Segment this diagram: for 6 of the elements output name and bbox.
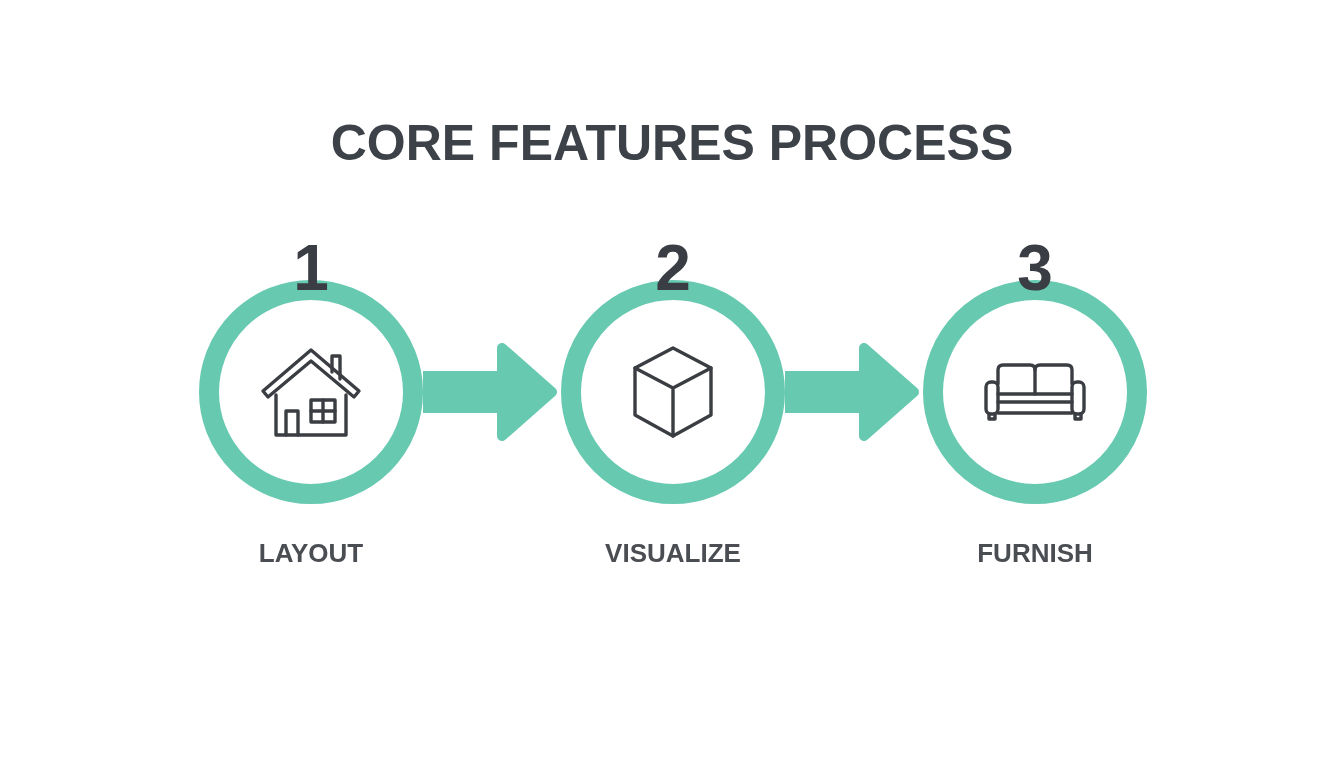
step-label: VISUALIZE: [605, 540, 741, 566]
diagram-title: CORE FEATURES PROCESS: [330, 118, 1014, 168]
step-label: FURNISH: [977, 540, 1093, 566]
arrow: [423, 343, 557, 441]
step-label: LAYOUT: [258, 540, 364, 566]
arrow: [785, 343, 919, 441]
